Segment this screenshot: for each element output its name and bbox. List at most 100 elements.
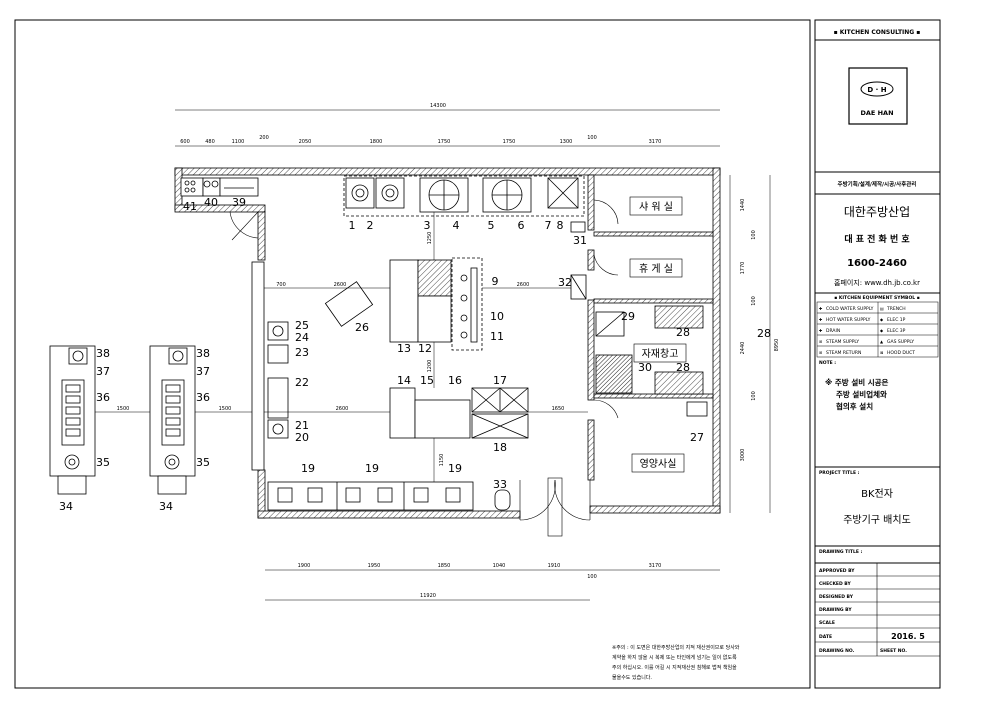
label-8: 8: [557, 219, 564, 232]
elec-1p-icon: ◆: [880, 317, 884, 322]
row-drawing-by: DRAWING BY: [819, 607, 852, 613]
table-14: [389, 387, 416, 439]
disclaimer-line-1: ※주의 : 이 도면은 대한주방산업의 지적 재산권이므로 당사와: [612, 644, 740, 651]
label-16: 16: [448, 374, 462, 387]
label-19c: 19: [448, 462, 462, 475]
company-logo: [848, 67, 908, 125]
shelf-28a: [654, 305, 704, 329]
label-15: 15: [420, 374, 434, 387]
walls: [174, 167, 721, 519]
drawing-no-label: DRAWING NO.: [819, 648, 855, 654]
symbol-icons: ✚ ✚ ✚ ⊞ ⊞ ▤ ◆ ◆ ▲ ⊠: [819, 306, 884, 355]
row-scale: SCALE: [819, 620, 835, 626]
label-36a: 36: [96, 391, 110, 404]
disclaimer-line-3: 주의 하십시오. 이를 어길 시 지적재산권 침해로 법적 책임을: [612, 664, 737, 671]
dim-1500-b: 1500: [219, 406, 232, 412]
dim-top-3: 200: [259, 135, 269, 141]
dim-1650: 1650: [552, 406, 565, 412]
row-designed: DESIGNED BY: [819, 594, 854, 600]
symbol-hot-water: HOT WATER SUPPLY: [826, 317, 871, 323]
label-37a: 37: [96, 365, 110, 378]
date-label: DATE: [819, 634, 832, 640]
unit-27: [686, 401, 708, 417]
label-28b: 28: [676, 361, 690, 374]
dim-top-9: 100: [587, 135, 597, 141]
label-24: 24: [295, 331, 309, 344]
dim-2600-a: 2600: [334, 282, 347, 288]
label-1: 1: [349, 219, 356, 232]
dimension-labels: 14300 600 480 1100 200 2050 1800 1750 17…: [117, 103, 780, 599]
drawing-frame: [14, 19, 811, 689]
label-12: 12: [418, 342, 432, 355]
dim-right-0: 1440: [740, 199, 746, 212]
label-34b: 34: [159, 500, 173, 513]
drawing-title-label: DRAWING TITLE :: [819, 549, 862, 555]
label-27: 27: [690, 431, 704, 444]
dim-top-0: 600: [180, 139, 190, 145]
label-31: 31: [573, 234, 587, 247]
label-41: 41: [183, 200, 197, 213]
company-services: 주방기획/설계/제작/시공/사후관리: [838, 180, 917, 188]
doors: [229, 199, 619, 537]
label-14: 14: [397, 374, 411, 387]
label-36b: 36: [196, 391, 210, 404]
dim-top-7: 1750: [503, 139, 516, 145]
table-26: [324, 281, 374, 327]
phone-number: 1600-2460: [847, 258, 907, 269]
label-34a: 34: [59, 500, 73, 513]
rack-30: [595, 354, 633, 394]
label-5: 5: [488, 219, 495, 232]
steam-supply-icon: ⊞: [819, 339, 822, 344]
drain-icon: ✚: [819, 328, 823, 333]
dim-right-3: 100: [751, 296, 757, 306]
dim-right-4: 2440: [740, 342, 746, 355]
label-3: 3: [424, 219, 431, 232]
room-storage: 자재창고: [642, 348, 679, 360]
label-28a: 28: [676, 326, 690, 339]
cold-water-icon: ✚: [819, 306, 823, 311]
steam-return-icon: ⊞: [819, 350, 822, 355]
counter-19: [267, 481, 474, 511]
dim-1150: 1150: [439, 454, 445, 467]
symbol-steam-supply: STEAM SUPPLY: [826, 339, 859, 345]
label-38a: 38: [96, 347, 110, 360]
label-10: 10: [490, 310, 504, 323]
dim-bottom-2: 1850: [438, 563, 451, 569]
project-title-line-1: BK전자: [861, 488, 893, 500]
disclaimer-line-2: 계약을 하지 않을 시 복제 또는 타인에게 넘기는 일이 없도록: [612, 654, 737, 661]
date-value: 2016. 5: [891, 632, 925, 641]
label-19b: 19: [365, 462, 379, 475]
dim-right-5: 100: [751, 391, 757, 401]
label-35b: 35: [196, 456, 210, 469]
dim-700: 700: [276, 282, 286, 288]
hot-water-icon: ✚: [819, 317, 823, 322]
logo-name: DAE HAN: [860, 109, 893, 117]
unit-23: [267, 344, 289, 364]
symbol-gas-supply: GAS SUPPLY: [887, 339, 914, 345]
dim-top-4: 2050: [299, 139, 312, 145]
dim-top-6: 1750: [438, 139, 451, 145]
label-18: 18: [493, 441, 507, 454]
dim-2600-c: 2600: [336, 406, 349, 412]
label-4: 4: [453, 219, 460, 232]
dim-top-8: 1300: [560, 139, 573, 145]
symbol-trench: TRENCH: [886, 306, 906, 312]
left-partition: [251, 261, 265, 471]
dim-top-10: 3170: [649, 139, 662, 145]
sink-41: [180, 177, 204, 197]
label-22: 22: [295, 376, 309, 389]
label-30: 30: [638, 361, 652, 374]
label-37b: 37: [196, 365, 210, 378]
unit-22: [267, 377, 289, 419]
label-33: 33: [493, 478, 507, 491]
label-40: 40: [204, 196, 218, 209]
table-15-16: [414, 399, 471, 439]
disclaimer: ※주의 : 이 도면은 대한주방산업의 지적 재산권이므로 당사와 계약을 하지…: [612, 644, 740, 681]
label-29: 29: [621, 310, 635, 323]
title-block: ▪ KITCHEN CONSULTING ▪ D · H DAE HAN 주방기…: [815, 29, 940, 657]
table-12: [417, 295, 452, 343]
table-13: [389, 259, 419, 343]
equipment-numbers: 1 2 3 4 5 6 7 8 9 10 11 12 13 14 15 16 1…: [59, 196, 771, 513]
room-nutrition: 영양사실: [640, 458, 677, 470]
